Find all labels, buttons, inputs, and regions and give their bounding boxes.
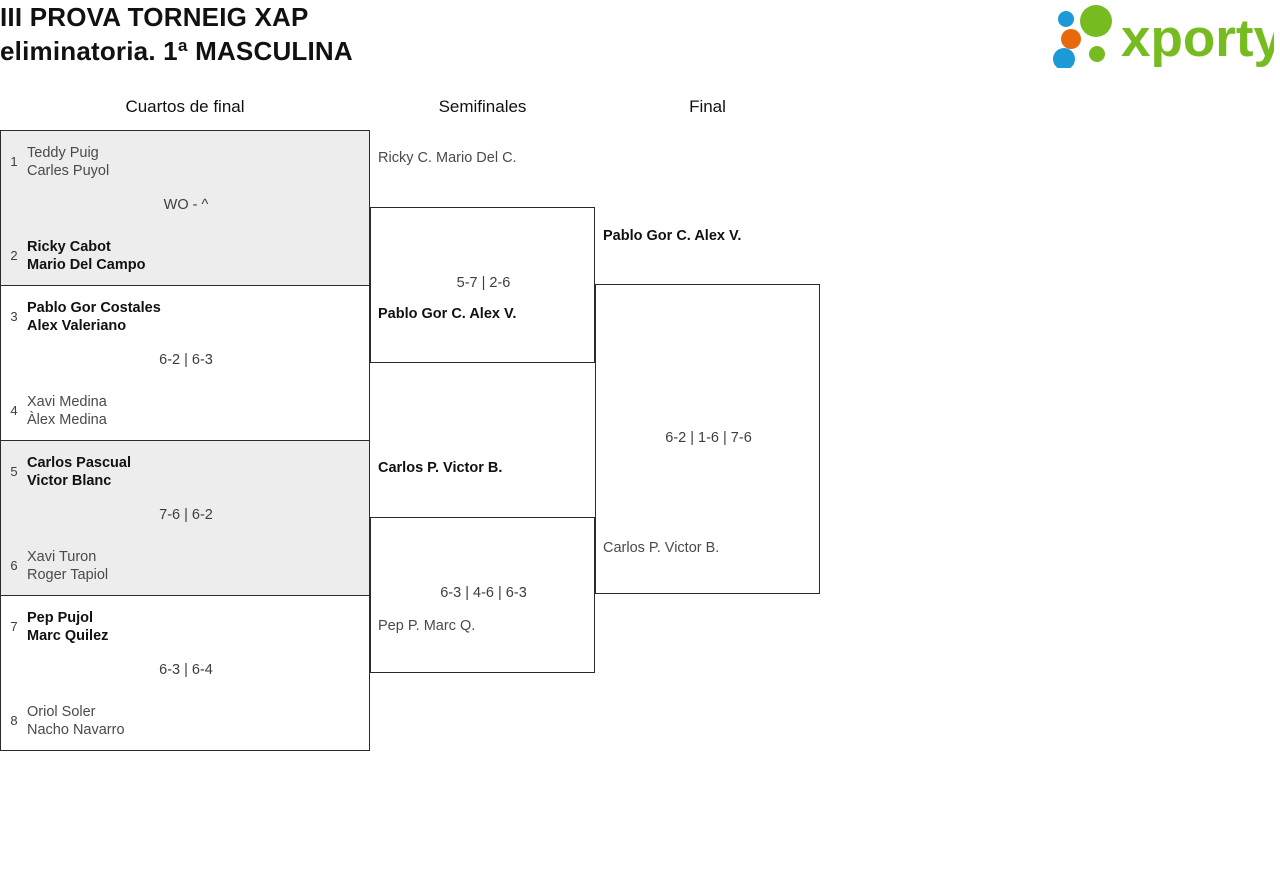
player-name: Alex V. xyxy=(694,228,742,244)
match-quarterfinal-2[interactable]: 3 Pablo Gor Costales Alex Valeriano 6-2 … xyxy=(0,285,370,441)
match-score: 6-2 | 6-3 xyxy=(159,352,213,368)
semifinal-1-team-bottom: Pablo Gor C. Alex V. xyxy=(378,305,516,323)
player-name: Carlos P. xyxy=(378,460,439,476)
player-name: Victor B. xyxy=(664,540,720,556)
match-quarterfinal-4[interactable]: 7 Pep Pujol Marc Quilez 6-3 | 6-4 8 Orio… xyxy=(0,595,370,751)
team-names: Ricky Cabot Mario Del Campo xyxy=(27,238,145,274)
seed-number: 1 xyxy=(10,154,18,169)
player-name: Teddy Puig xyxy=(27,145,99,161)
match-team-bottom: 2 Ricky Cabot Mario Del Campo xyxy=(1,238,361,274)
seed-number: 7 xyxy=(10,619,18,634)
team-names: Xavi Turon Roger Tapiol xyxy=(27,548,108,584)
match-team-top: 7 Pep Pujol Marc Quilez xyxy=(1,609,361,645)
player-name: Mario Del C. xyxy=(436,150,517,166)
round-header-quarterfinals: Cuartos de final xyxy=(125,97,245,116)
match-team-top: 1 Teddy Puig Carles Puyol xyxy=(1,144,361,180)
player-name: Pep Pujol xyxy=(27,610,94,626)
player-name: Oriol Soler xyxy=(27,704,96,720)
player-name: Marc Quilez xyxy=(27,628,109,644)
player-name: Alex V. xyxy=(469,306,517,322)
match-team-bottom: 6 Xavi Turon Roger Tapiol xyxy=(1,548,361,584)
page-title: III PROVA TORNEIG XAP eliminatoria. 1ª M… xyxy=(0,2,353,66)
player-name: Alex Valeriano xyxy=(27,318,127,334)
semifinal-2-team-bottom: Pep P. Marc Q. xyxy=(378,617,475,635)
player-name: Roger Tapiol xyxy=(27,567,109,583)
match-score: 6-3 | 6-4 xyxy=(159,662,213,678)
seed-number: 5 xyxy=(10,464,18,479)
round-header-semifinals: Semifinales xyxy=(438,97,527,116)
match-team-top: 3 Pablo Gor Costales Alex Valeriano xyxy=(1,299,361,335)
match-score: WO - ^ xyxy=(163,197,209,213)
player-name: Victor B. xyxy=(443,460,503,476)
player-name: Ricky Cabot xyxy=(27,239,111,255)
player-name: Nacho Navarro xyxy=(27,722,125,738)
player-name: Mario Del Campo xyxy=(27,257,146,273)
player-name: Pablo Gor C. xyxy=(378,306,466,322)
round-header-final: Final xyxy=(689,97,726,116)
final-team-top: Pablo Gor C. Alex V. xyxy=(603,227,741,245)
semifinal-2-team-top: Carlos P. Victor B. xyxy=(378,459,502,477)
team-names: Teddy Puig Carles Puyol xyxy=(27,144,109,180)
seed-number: 4 xyxy=(10,403,18,418)
match-score: 5-7 | 2-6 xyxy=(456,275,511,291)
team-names: Carlos Pascual Victor Blanc xyxy=(27,454,131,490)
semifinal-1-team-top: Ricky C. Mario Del C. xyxy=(378,149,517,167)
seed-number: 2 xyxy=(10,248,18,263)
match-semifinal-1[interactable]: 5-7 | 2-6 xyxy=(370,207,595,363)
team-names: Pablo Gor Costales Alex Valeriano xyxy=(27,299,161,335)
match-quarterfinal-1[interactable]: 1 Teddy Puig Carles Puyol WO - ^ 2 Ricky… xyxy=(0,130,370,286)
match-score: 7-6 | 6-2 xyxy=(159,507,213,523)
player-name: Xavi Medina xyxy=(27,394,107,410)
team-names: Pep Pujol Marc Quilez xyxy=(27,609,108,645)
player-name: Pep P. xyxy=(378,618,420,634)
seed-number: 3 xyxy=(10,309,18,324)
player-name: Carlos P. xyxy=(603,540,661,556)
team-names: Xavi Medina Àlex Medina xyxy=(27,393,107,429)
player-name: Xavi Turon xyxy=(27,549,97,565)
final-team-bottom: Carlos P. Victor B. xyxy=(603,539,719,557)
match-semifinal-2[interactable]: 6-3 | 4-6 | 6-3 xyxy=(370,517,595,673)
match-final[interactable]: 6-2 | 1-6 | 7-6 xyxy=(595,284,820,594)
player-name: Ricky C. xyxy=(378,150,432,166)
player-name: Àlex Medina xyxy=(27,412,107,428)
player-name: Carles Puyol xyxy=(27,163,110,179)
seed-number: 8 xyxy=(10,713,18,728)
xporty-logo[interactable]: xporty xyxy=(1049,4,1274,68)
match-quarterfinal-3[interactable]: 5 Carlos Pascual Victor Blanc 7-6 | 6-2 … xyxy=(0,440,370,596)
team-names: Oriol Soler Nacho Navarro xyxy=(27,703,125,739)
svg-text:xporty: xporty xyxy=(1121,9,1274,68)
player-name: Pablo Gor Costales xyxy=(27,300,161,316)
bracket: 1 Teddy Puig Carles Puyol WO - ^ 2 Ricky… xyxy=(0,130,860,770)
match-score: 6-3 | 4-6 | 6-3 xyxy=(440,585,527,601)
seed-number: 6 xyxy=(10,558,18,573)
player-name: Marc Q. xyxy=(423,618,476,634)
match-team-bottom: 4 Xavi Medina Àlex Medina xyxy=(1,393,361,429)
player-name: Pablo Gor C. xyxy=(603,228,691,244)
match-team-top: 5 Carlos Pascual Victor Blanc xyxy=(1,454,361,490)
player-name: Carlos Pascual xyxy=(27,455,131,471)
player-name: Victor Blanc xyxy=(27,473,112,489)
match-score: 6-2 | 1-6 | 7-6 xyxy=(665,430,752,446)
match-team-bottom: 8 Oriol Soler Nacho Navarro xyxy=(1,703,361,739)
